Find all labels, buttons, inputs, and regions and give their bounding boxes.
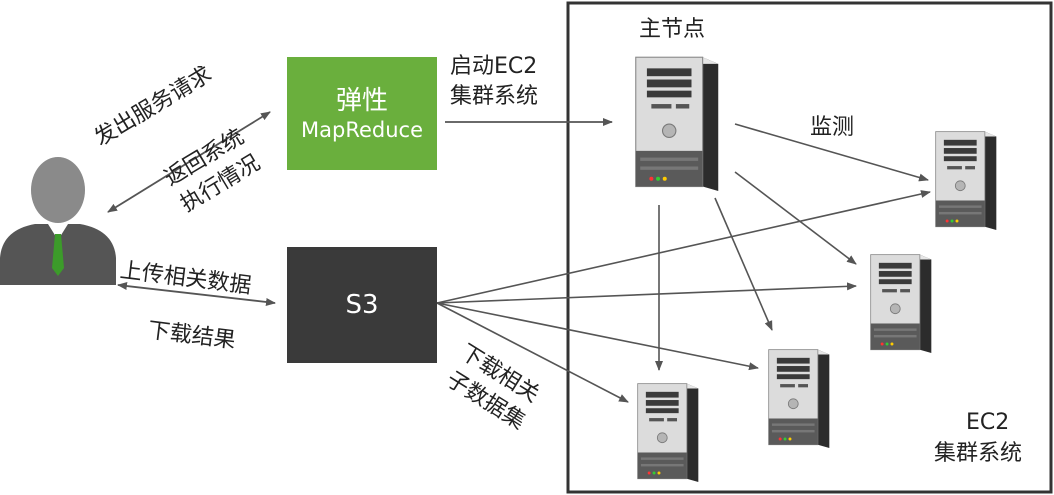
edge-s3-worker1 [436,190,931,304]
s3-box: S3 [287,247,437,363]
s3-label: S3 [345,290,379,320]
worker-server-1-icon [935,131,997,230]
edge-s3-worker2 [436,282,857,304]
start-cluster-label-line2: 集群系统 [450,84,539,109]
start-cluster-label-line1: 启动EC2 [450,54,538,79]
worker-server-2-icon [870,254,932,353]
worker-server-3-icon [768,349,830,448]
edge-user-s3 [117,282,276,306]
edge-master-worker2 [734,171,857,265]
worker-server-4-icon [637,383,699,482]
edge-user-emr [107,111,271,213]
monitor-label: 监测 [810,115,855,140]
edge-master-worker1 [734,123,929,182]
cluster-label-line1: EC2 [966,410,1010,435]
emr-box: 弹性 MapReduce [287,57,437,170]
emr-label-line1: 弹性 [335,85,388,116]
emr-label-line2: MapReduce [301,117,423,142]
edge-master-worker3 [714,197,773,331]
user-avatar-icon [0,157,116,285]
edge-s3-worker4 [436,302,629,403]
ec2-cluster-border [566,1,1053,494]
master-server-icon [635,56,719,191]
master-node-label: 主节点 [639,17,706,42]
cluster-label-line2: 集群系统 [934,441,1023,466]
edge-s3-worker3 [436,302,759,371]
